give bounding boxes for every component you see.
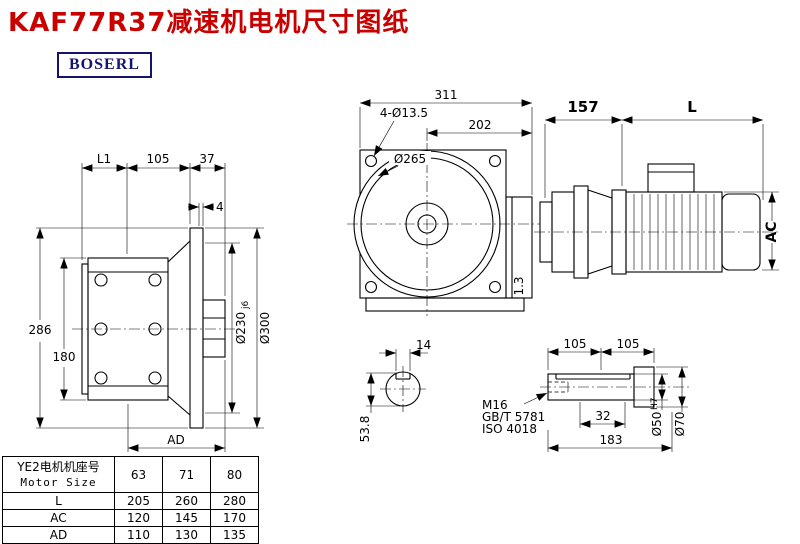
dim-l1-label: L1 xyxy=(97,152,111,166)
table-header-motor-size: YE2电机机座号 Motor Size xyxy=(2,456,115,493)
value-cell: 280 xyxy=(210,492,259,510)
dim-d70-label: Ø70 xyxy=(673,412,687,437)
dim-d50-label: Ø50 H7 xyxy=(650,398,664,437)
dim-ac-label: AC xyxy=(764,221,780,242)
shaft-end-view: 14 53.8 xyxy=(358,338,431,442)
base-foot xyxy=(365,297,525,312)
motor-view: 157 L AC xyxy=(534,98,780,279)
dim-d265-label: Ø265 xyxy=(394,152,426,166)
value-cell: 110 xyxy=(114,526,163,544)
bolt-hole xyxy=(488,280,502,294)
dim-538-label: 53.8 xyxy=(358,416,372,443)
motor-size-table: YE2电机机座号 Motor Size 63 71 80 L 205 260 2… xyxy=(2,456,259,544)
size-80: 80 xyxy=(210,456,259,493)
dim-202-label: 202 xyxy=(469,118,492,132)
brand-logo: BOSERL xyxy=(57,52,152,78)
bolt-hole xyxy=(364,154,378,168)
fan-cowl xyxy=(721,193,761,271)
dim-105-label: 105 xyxy=(147,152,170,166)
front-view: 311 202 4-Ø13.5 Ø265 1.3 xyxy=(347,88,540,316)
row-label-ad: AD xyxy=(2,526,115,544)
value-cell: 205 xyxy=(114,492,163,510)
svg-text:Ø230: Ø230 xyxy=(234,312,248,344)
bolt-hole xyxy=(364,280,378,294)
size-71: 71 xyxy=(162,456,211,493)
value-cell: 130 xyxy=(162,526,211,544)
dim-105a-label: 105 xyxy=(564,337,587,351)
size-63: 63 xyxy=(114,456,163,493)
dim-105b-label: 105 xyxy=(617,337,640,351)
label-iso-4018: ISO 4018 xyxy=(482,422,537,436)
dim-286-label: 286 xyxy=(29,323,52,337)
value-cell: 260 xyxy=(162,492,211,510)
dim-14-label: 14 xyxy=(416,338,431,352)
dim-32-label: 32 xyxy=(595,409,610,423)
dim-37-label: 37 xyxy=(199,152,214,166)
dim-ad-label: AD xyxy=(167,433,184,447)
svg-text:Ø50: Ø50 xyxy=(650,412,664,437)
hollow-shaft-hub xyxy=(202,299,226,358)
row-label-ac: AC xyxy=(2,509,115,527)
label-gbt-5781: GB/T 5781 xyxy=(482,410,545,424)
svg-text:j6: j6 xyxy=(241,300,251,310)
header-en: Motor Size xyxy=(20,475,97,489)
svg-text:1.3: 1.3 xyxy=(512,276,526,295)
svg-text:AC: AC xyxy=(764,221,780,242)
svg-text:Ø70: Ø70 xyxy=(673,412,687,437)
table-row: AC 120 145 170 xyxy=(2,509,259,527)
value-cell: 170 xyxy=(210,509,259,527)
value-cell: 135 xyxy=(210,526,259,544)
output-flange xyxy=(189,227,204,429)
page-title: KAF77R37减速机电机尺寸图纸 xyxy=(8,8,410,38)
bolt-hole xyxy=(488,154,502,168)
dim-4-label: 4 xyxy=(216,200,224,214)
label-m16: M16 xyxy=(482,398,508,412)
dim-d230-label: Ø230 j6 xyxy=(234,300,251,344)
dim-157-label: 157 xyxy=(567,98,598,116)
dim-d300-label: Ø300 xyxy=(258,312,272,344)
terminal-box xyxy=(647,163,695,193)
dim-l-label: L xyxy=(687,98,697,116)
row-label-l: L xyxy=(2,492,115,510)
dim-13-label: 1.3 xyxy=(512,276,526,295)
dim-bolt-holes-label: 4-Ø13.5 xyxy=(380,106,428,120)
dim-183-label: 183 xyxy=(600,433,623,447)
svg-text:Ø300: Ø300 xyxy=(258,312,272,344)
table-header-row: YE2电机机座号 Motor Size 63 71 80 xyxy=(2,456,259,493)
dim-311-label: 311 xyxy=(435,88,458,102)
svg-text:H7: H7 xyxy=(650,398,660,411)
table-row: L 205 260 280 xyxy=(2,492,259,510)
shaft-detail-view: 105 105 32 183 M16 GB/T 5781 ISO 4018 Ø5 xyxy=(482,337,692,452)
header-cn: YE2电机机座号 xyxy=(17,459,100,474)
dim-180-label: 180 xyxy=(53,350,76,364)
value-cell: 145 xyxy=(162,509,211,527)
table-row: AD 110 130 135 xyxy=(2,526,259,544)
svg-text:53.8: 53.8 xyxy=(358,416,372,443)
side-view: L1 105 37 4 286 180 AD xyxy=(29,152,272,452)
value-cell: 120 xyxy=(114,509,163,527)
